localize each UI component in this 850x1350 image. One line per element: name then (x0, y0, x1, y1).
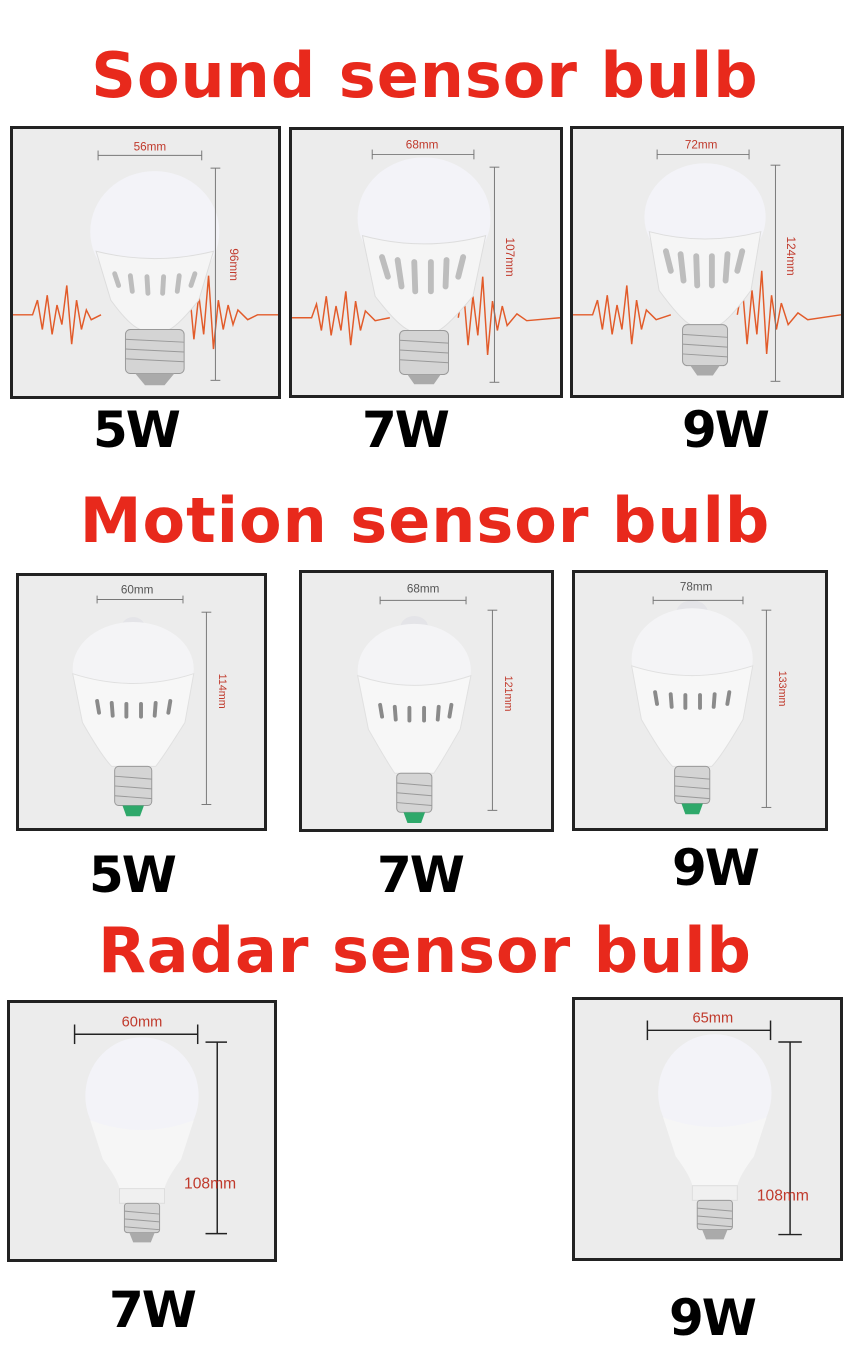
radar-watt-9w: 9W (669, 1289, 757, 1347)
motion-bulb-7w-image: 68mm 121mm (299, 570, 554, 832)
bulb-image: 68mm 121mm (357, 583, 514, 824)
motion-bulb-9w-image: 78mm 133mm (572, 570, 828, 831)
width-dimension: 60mm (121, 584, 154, 597)
bulb-image: 60mm 114mm (72, 584, 228, 817)
radar-section-title: Radar sensor bulb (98, 914, 752, 987)
width-dimension: 68mm (406, 139, 439, 152)
motion-watt-5w: 5W (89, 846, 177, 904)
sound-section-title: Sound sensor bulb (91, 39, 759, 112)
radar-bulb-9w-image: 65mm 108mm (572, 997, 843, 1261)
height-dimension: 114mm (216, 674, 228, 709)
height-dimension: 124mm (784, 237, 797, 276)
bulb-image: 68mm 107mm (292, 139, 560, 385)
width-dimension: 60mm (122, 1014, 163, 1030)
sound-bulb-9w-image: 72mm 124mm (570, 126, 844, 398)
width-dimension: 72mm (685, 139, 718, 152)
bulb-image: 72mm 124mm (573, 139, 841, 382)
height-dimension: 96mm (227, 248, 240, 281)
width-dimension: 65mm (693, 1010, 734, 1026)
motion-section-title: Motion sensor bulb (79, 484, 771, 557)
bulb-image: 65mm 108mm (646, 1010, 809, 1240)
height-dimension: 133mm (776, 671, 788, 707)
motion-watt-7w: 7W (377, 846, 465, 904)
bulb-image: 56mm 96mm (13, 141, 278, 386)
motion-watt-9w: 9W (672, 839, 760, 897)
sound-bulb-7w-image: 68mm 107mm (289, 127, 563, 398)
sound-bulb-5w-image: 56mm 96mm (10, 126, 281, 399)
sound-watt-9w: 9W (682, 401, 770, 459)
width-dimension: 68mm (407, 583, 440, 596)
sound-watt-5w: 5W (93, 401, 181, 459)
height-dimension: 108mm (184, 1176, 236, 1193)
radar-watt-7w: 7W (109, 1281, 197, 1339)
sound-watt-7w: 7W (362, 401, 450, 459)
height-dimension: 108mm (757, 1187, 809, 1204)
height-dimension: 121mm (502, 676, 514, 712)
motion-bulb-5w-image: 60mm 114mm (16, 573, 267, 831)
bulb-image: 78mm 133mm (631, 581, 788, 815)
width-dimension: 56mm (134, 141, 167, 154)
height-dimension: 107mm (503, 238, 516, 277)
bulb-image: 60mm 108mm (73, 1014, 236, 1243)
width-dimension: 78mm (680, 581, 713, 594)
radar-bulb-7w-image: 60mm 108mm (7, 1000, 277, 1262)
